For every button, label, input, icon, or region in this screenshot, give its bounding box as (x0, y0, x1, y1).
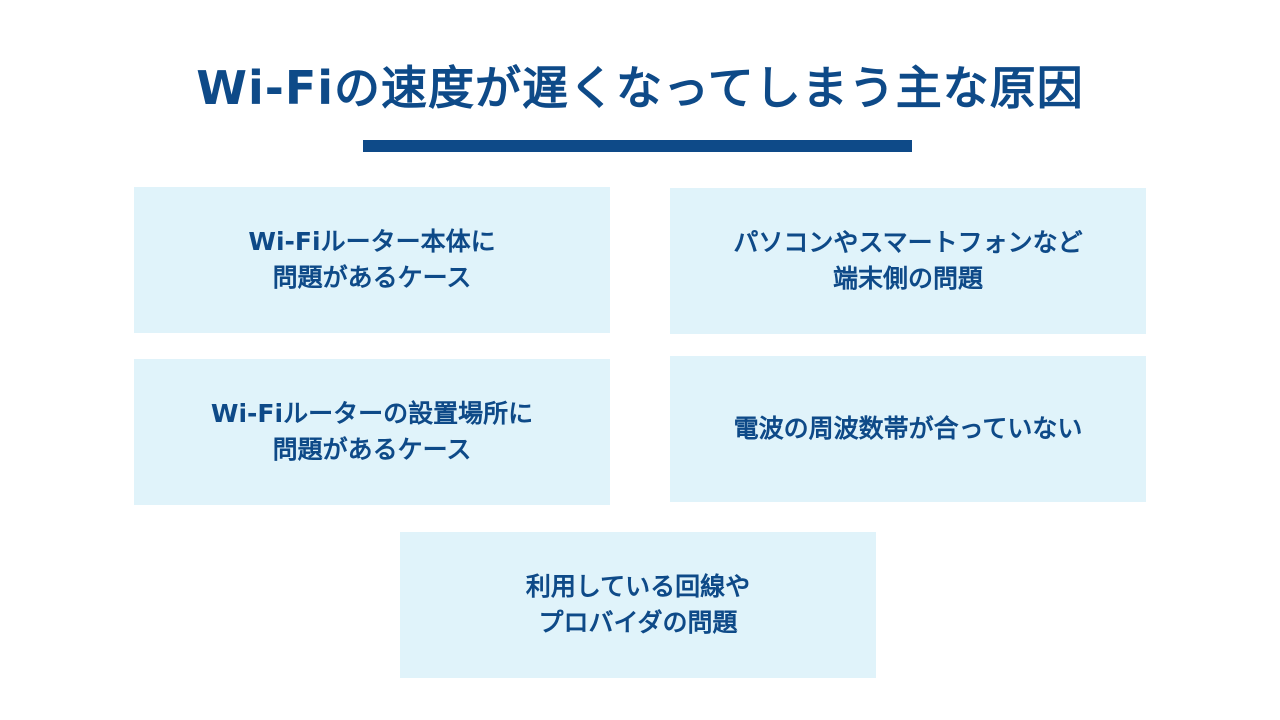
cause-box-placement: Wi-Fiルーターの設置場所に 問題があるケース (134, 359, 610, 505)
cause-text: Wi-Fiルーター本体に (248, 227, 496, 256)
title-underline (363, 140, 912, 152)
cause-text: パソコンやスマートフォンなど (733, 228, 1083, 257)
cause-box-frequency: 電波の周波数帯が合っていない (670, 356, 1146, 502)
cause-text: Wi-Fiルーターの設置場所に (210, 399, 534, 428)
cause-box-router: Wi-Fiルーター本体に 問題があるケース (134, 187, 610, 333)
cause-box-device: パソコンやスマートフォンなど 端末側の問題 (670, 188, 1146, 334)
cause-text: 利用している回線や (525, 572, 751, 601)
cause-text: 問題があるケース (272, 263, 472, 292)
cause-text: 端末側の問題 (832, 264, 983, 293)
cause-text: 問題があるケース (272, 435, 472, 464)
cause-text: 電波の周波数帯が合っていない (733, 414, 1083, 443)
cause-text: プロバイダの問題 (538, 608, 738, 637)
cause-box-provider: 利用している回線や プロバイダの問題 (400, 532, 876, 678)
page-title: Wi-Fiの速度が遅くなってしまう主な原因 (196, 61, 1084, 115)
